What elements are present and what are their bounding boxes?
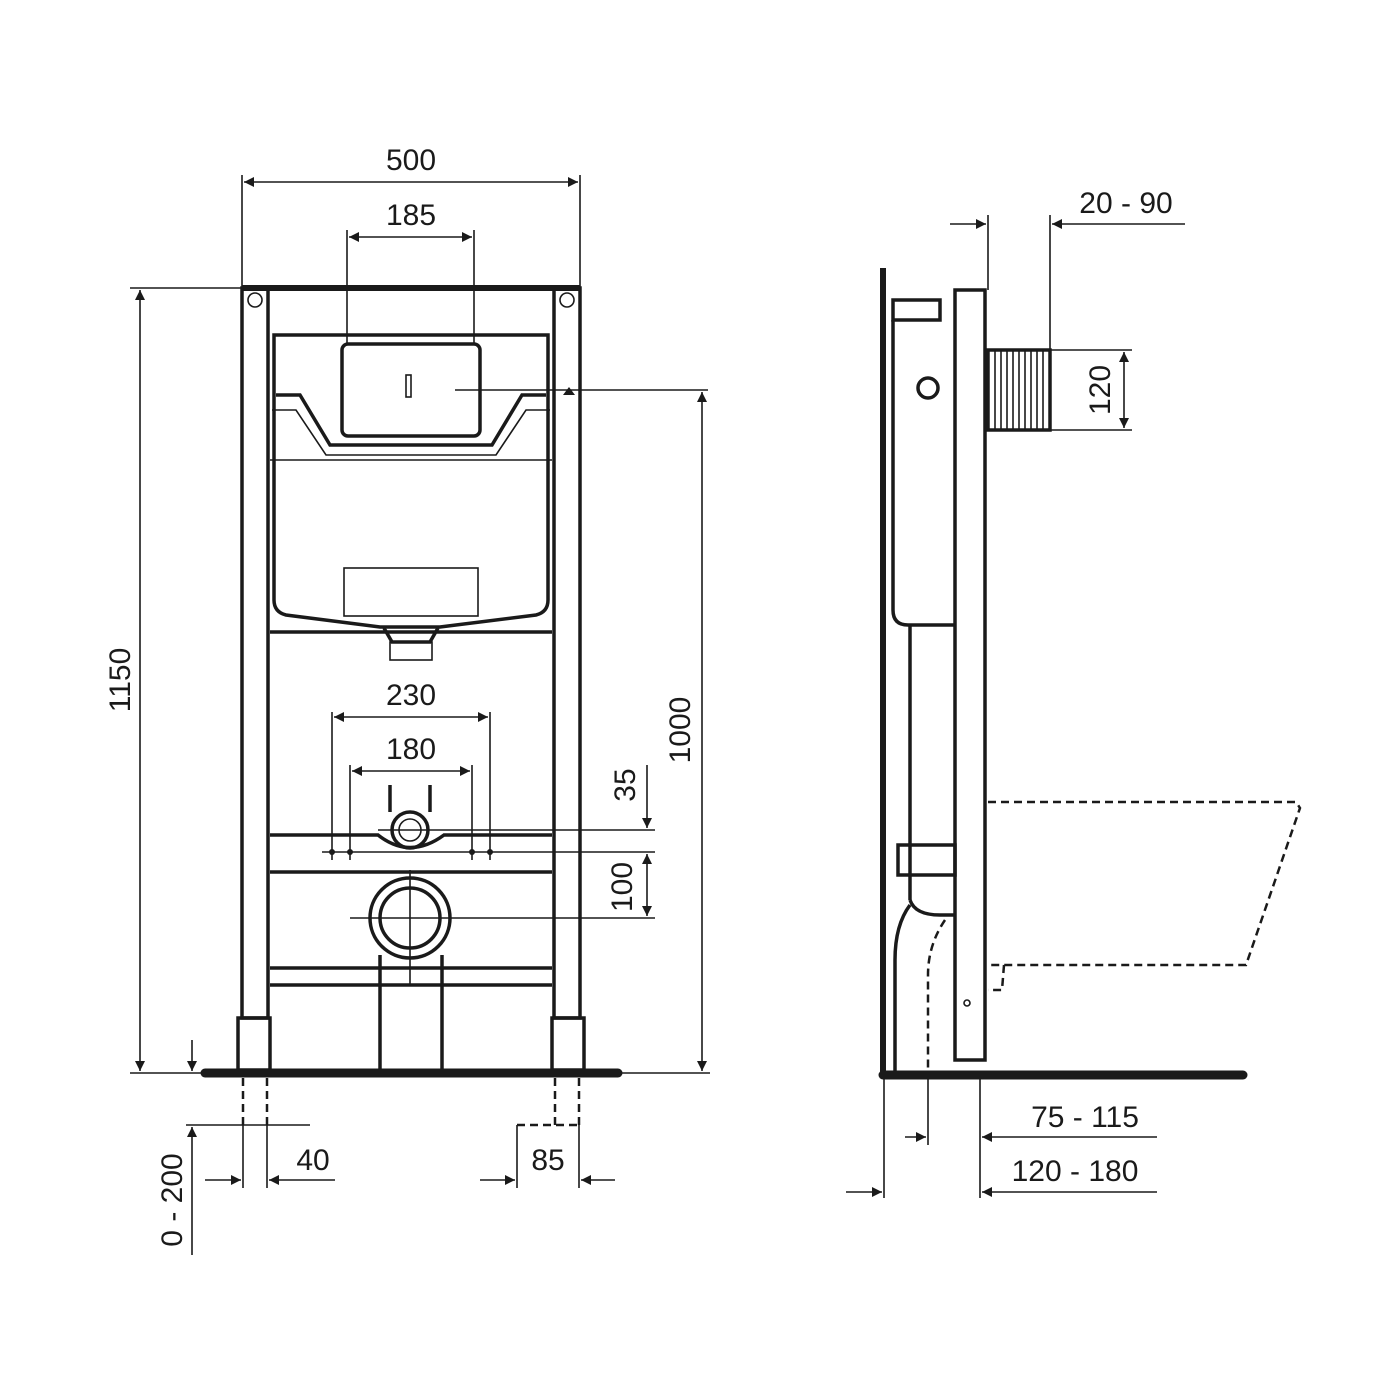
- side-frame-outline: [878, 268, 1248, 1080]
- wc-pan-outline-icon: [988, 800, 1302, 992]
- dimension-install-depths: 75 - 115 120 - 180: [846, 1078, 1157, 1198]
- label-outlet-width-inner: 180: [386, 733, 436, 766]
- label-foot-width-right: 85: [531, 1144, 564, 1177]
- flush-pipe-ribs: [994, 350, 1044, 430]
- dimension-foot-adjust: 0 - 200: [156, 1040, 310, 1255]
- dimension-foot-left: 40: [205, 1078, 335, 1188]
- dimension-flush-opening: 120: [1050, 349, 1132, 431]
- label-wall-depth: 20 - 90: [1079, 187, 1172, 220]
- label-foot-adjust: 0 - 200: [156, 1153, 189, 1246]
- label-install-depth-inner: 75 - 115: [1031, 1101, 1139, 1134]
- dimension-frame-height: 1150: [104, 287, 242, 1071]
- label-foot-width-left: 40: [296, 1144, 329, 1177]
- dimension-wall-depth: 20 - 90: [950, 187, 1185, 350]
- label-flush-height: 1000: [664, 697, 697, 764]
- side-view: 20 - 90: [846, 187, 1302, 1198]
- dimension-foot-right: 85: [480, 1078, 615, 1188]
- dimension-frame-width: 500: [241, 144, 581, 290]
- front-view: 500 185: [104, 144, 710, 1255]
- mounting-hole-left-icon: [247, 292, 263, 308]
- dimension-flush-plate-width: 185: [346, 199, 475, 345]
- label-flush-opening-height: 120: [1084, 365, 1117, 415]
- dimension-fixing-widths: 230 180: [322, 679, 655, 860]
- label-flush-plate-width: 185: [386, 199, 436, 232]
- frame-outline: [130, 285, 708, 1078]
- label-frame-width: 500: [386, 144, 436, 177]
- dimension-inlet-drain-offsets: 35 100: [606, 765, 652, 916]
- label-inlet-offset: 35: [609, 768, 642, 801]
- label-drain-offset: 100: [606, 862, 639, 912]
- label-install-depth-outer: 120 - 180: [1012, 1155, 1139, 1188]
- label-frame-height: 1150: [104, 648, 137, 713]
- mounting-hole-right-icon: [559, 292, 575, 308]
- label-outlet-width-outer: 230: [386, 679, 436, 712]
- dimension-flush-height: 1000: [618, 392, 710, 1074]
